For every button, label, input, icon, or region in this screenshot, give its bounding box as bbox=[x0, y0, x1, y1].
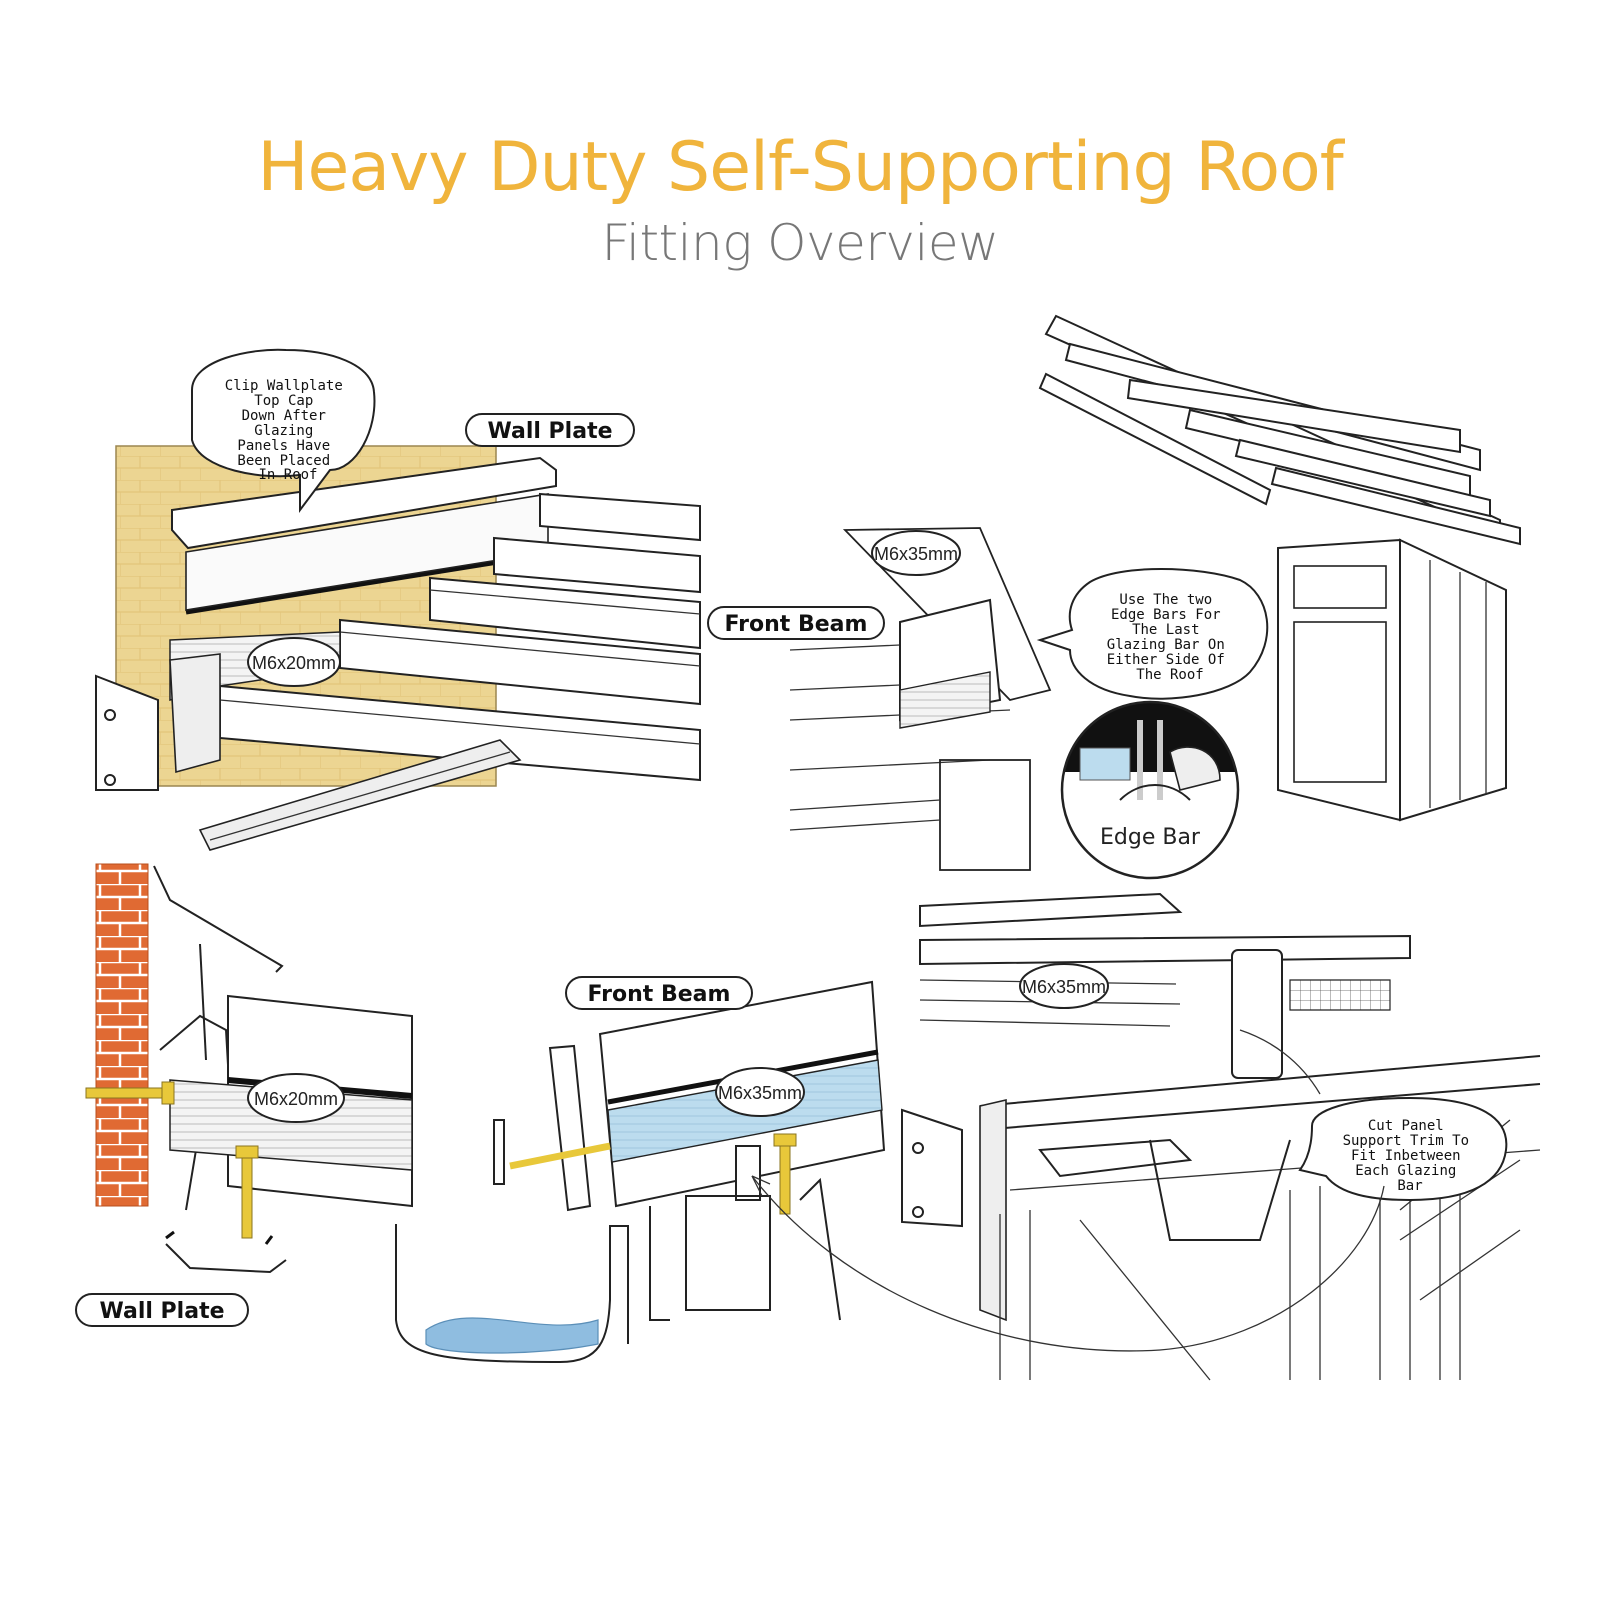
screw-label-1: M6x20mm bbox=[252, 653, 336, 673]
screw-bubble-5 bbox=[1019, 963, 1109, 1009]
wall-fixing-screw bbox=[85, 1087, 171, 1099]
window-right-pane bbox=[1399, 538, 1507, 822]
wallplate-top-cap bbox=[171, 456, 557, 550]
beam-fixing-screw bbox=[779, 1139, 791, 1215]
bubble-clip-wallplate bbox=[191, 348, 376, 513]
page-subtitle: Fitting Overview bbox=[601, 214, 999, 272]
label-front-beam-top bbox=[707, 606, 885, 640]
bubble-cut-panel bbox=[1298, 1096, 1508, 1202]
label-edge-bar: Edge Bar bbox=[1100, 825, 1201, 850]
bubble-clip-wallplate-text: Clip Wallplate Top Cap Down After Glazin… bbox=[225, 378, 351, 483]
mesh-panel bbox=[1289, 979, 1391, 1011]
wallplate-section-illustration: M6x20mm Wall Plate bbox=[75, 863, 413, 1327]
front-beam-3d-illustration: Front Beam M6x35mm bbox=[707, 527, 1052, 871]
side-fixing-screw bbox=[509, 1142, 611, 1170]
screw-bubble-2 bbox=[871, 530, 961, 576]
label-front-beam-bottom bbox=[565, 976, 753, 1010]
glazing-bar-top bbox=[919, 892, 1183, 928]
window-left-pane bbox=[1277, 538, 1401, 822]
screw-label-2: M6x35mm bbox=[874, 544, 958, 564]
label-wall-plate-bottom bbox=[75, 1293, 249, 1327]
gutter-profile bbox=[395, 1224, 629, 1364]
gutter-water bbox=[425, 1317, 599, 1354]
window-frame bbox=[939, 759, 1031, 871]
screw-bubble-3 bbox=[247, 1073, 345, 1123]
end-closure bbox=[548, 1044, 592, 1212]
page-title: Heavy Duty Self-Supporting Roof bbox=[257, 128, 1343, 207]
bubble-edge-bars bbox=[1036, 568, 1269, 700]
brick-wall bbox=[95, 863, 149, 1207]
label-front-beam-bottom-text: Front Beam bbox=[588, 982, 731, 1007]
wallplate-channel bbox=[169, 653, 221, 774]
wallplate-flashing bbox=[153, 865, 284, 973]
support-trim-bracket bbox=[1149, 1139, 1291, 1241]
screw-label-3: M6x20mm bbox=[254, 1089, 338, 1109]
front-beam-profile-section bbox=[685, 1195, 771, 1311]
screw-label-4: M6x35mm bbox=[718, 1083, 802, 1103]
label-wall-plate-top bbox=[465, 413, 635, 447]
label-wall-plate-top-text: Wall Plate bbox=[487, 419, 612, 444]
label-wall-plate-bottom-text: Wall Plate bbox=[99, 1299, 224, 1324]
bubble-cut-panel-text: Cut Panel Support Trim To Fit Inbetween … bbox=[1343, 1118, 1478, 1194]
base-fixing-screw bbox=[241, 1151, 253, 1239]
screw-bubble-4 bbox=[715, 1067, 805, 1117]
connector-curve bbox=[751, 1175, 1385, 1352]
end-cap-bottom bbox=[901, 1108, 963, 1228]
wallplate-base-profile bbox=[198, 739, 522, 851]
rafters-and-window-illustration bbox=[1038, 314, 1521, 822]
bubble-edge-bars-text: Use The two Edge Bars For The Last Glazi… bbox=[1107, 592, 1233, 683]
front-beam-section-illustration: Front Beam M6x35mm bbox=[395, 976, 886, 1364]
edge-bar-detail-circle bbox=[1060, 700, 1240, 880]
support-plate bbox=[1231, 949, 1283, 1079]
screw-label-5: M6x35mm bbox=[1022, 977, 1106, 997]
rafter-bars bbox=[1038, 314, 1521, 546]
end-cap bbox=[95, 674, 159, 791]
label-front-beam-top-text: Front Beam bbox=[725, 612, 868, 637]
support-trim-illustration: Cut Panel Support Trim To Fit Inbetween … bbox=[901, 892, 1541, 1381]
screw-bubble-1 bbox=[247, 637, 341, 687]
wallplate-3d-illustration: Clip Wallplate Top Cap Down After Glazin… bbox=[95, 348, 701, 851]
edge-bar-callout: Use The two Edge Bars For The Last Glazi… bbox=[1036, 568, 1269, 880]
